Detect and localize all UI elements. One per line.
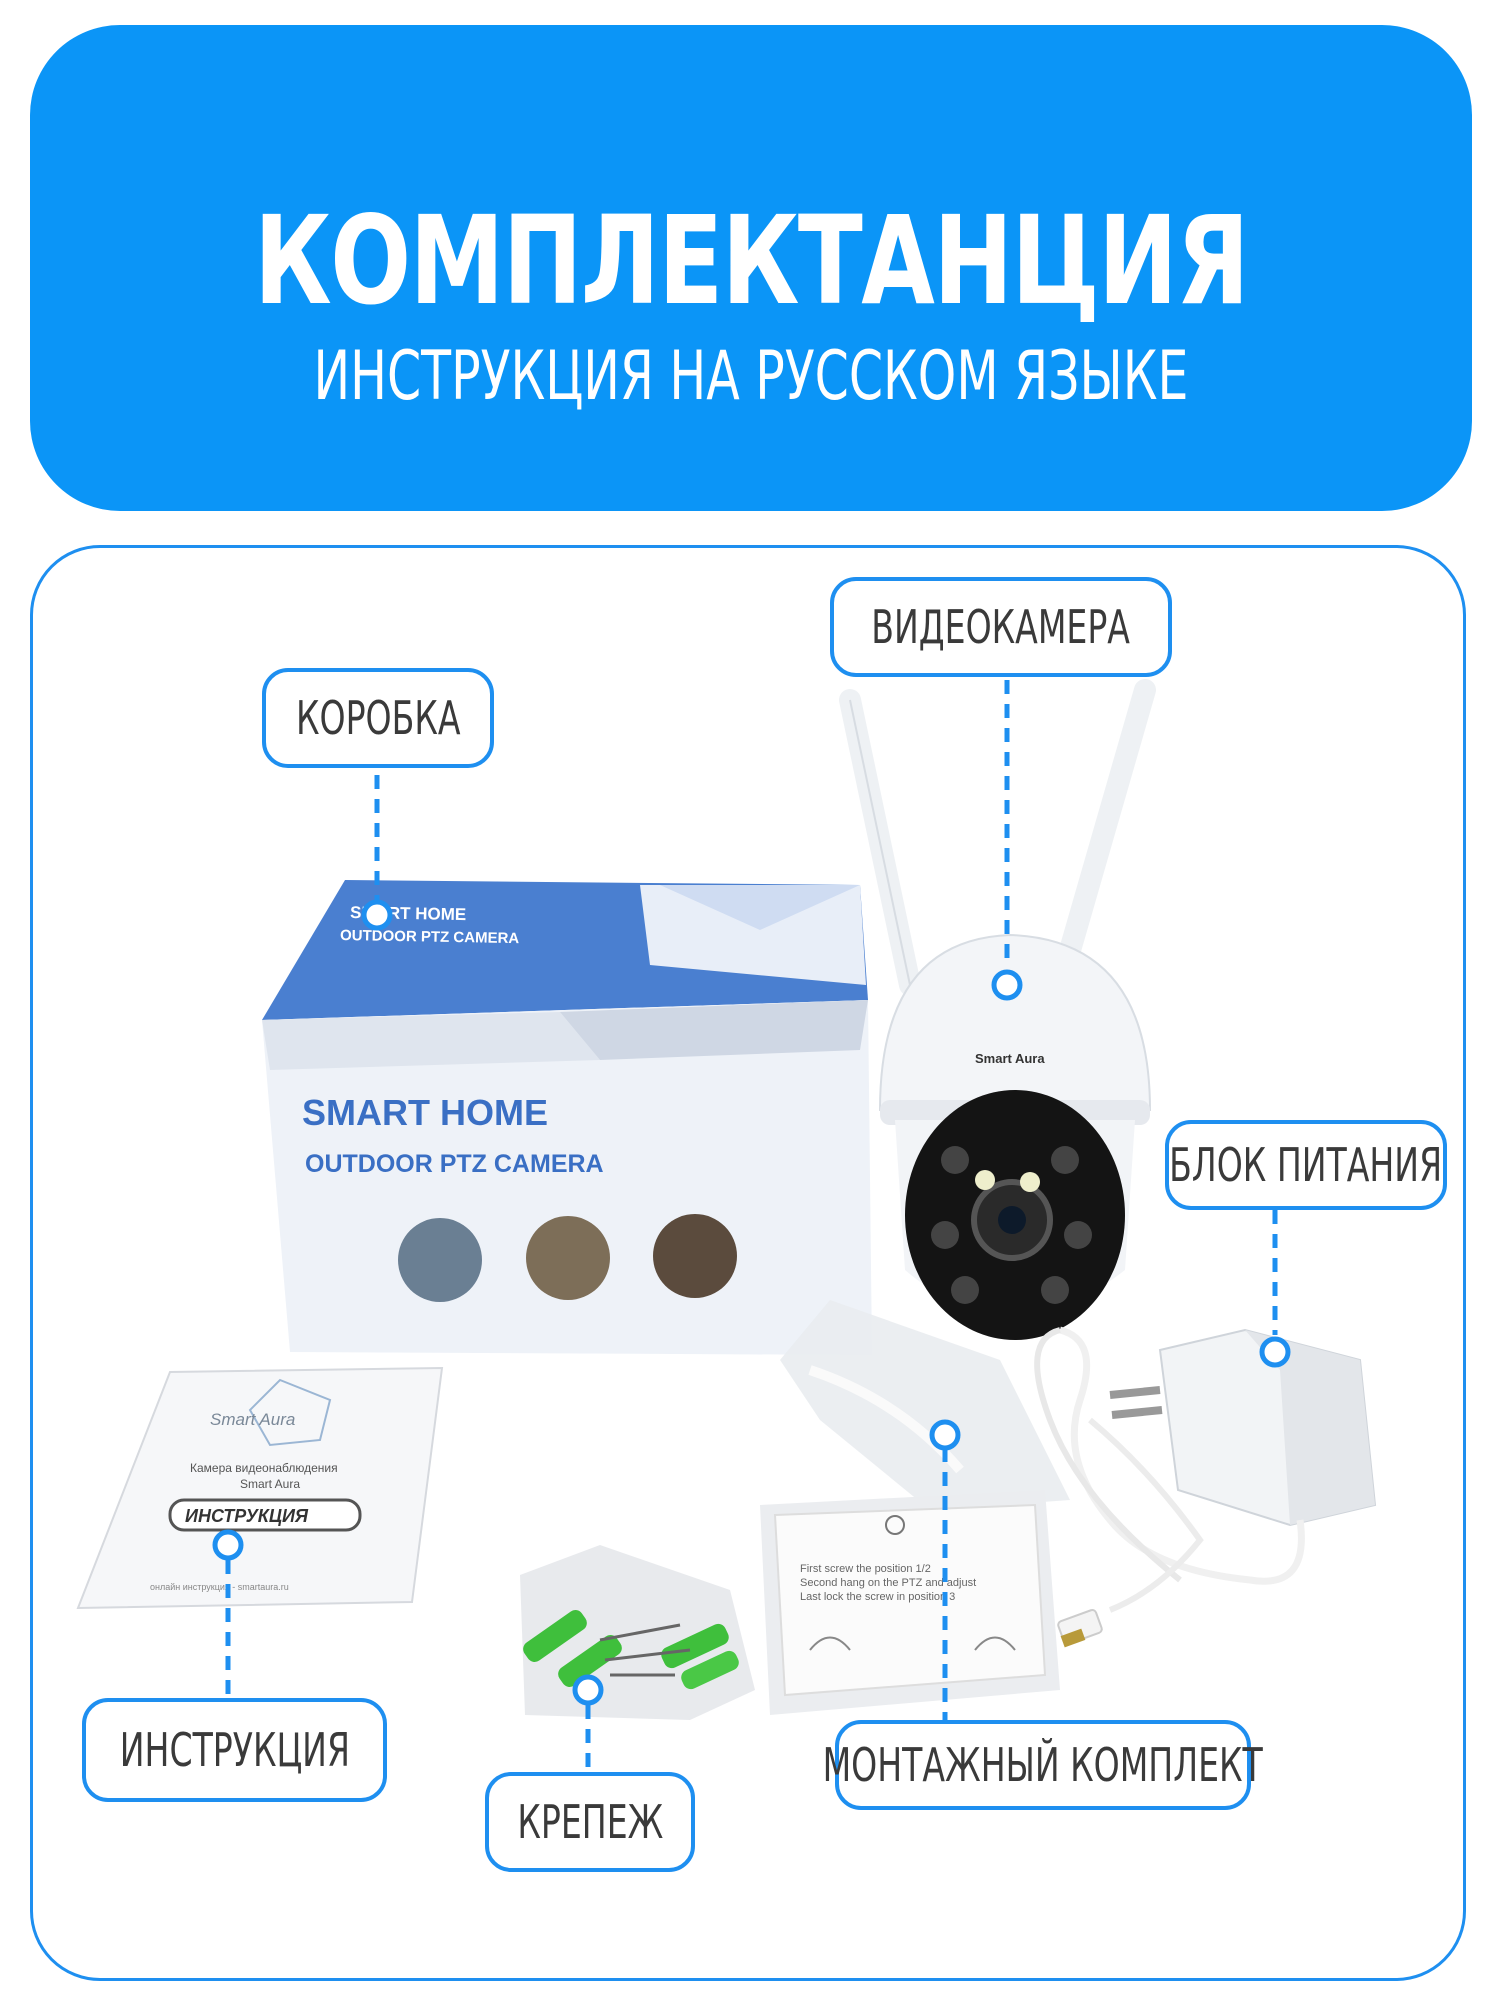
manual-text-1: Камера видеонаблюдения (190, 1461, 338, 1475)
label-camera: ВИДЕОКАМЕРА (830, 577, 1172, 677)
power-adapter-illustration (1034, 1326, 1377, 1648)
card-text-2: Second hang on the PTZ and adjust (800, 1577, 976, 1589)
callout-dot-box (361, 899, 393, 931)
mounting-card-illustration: First screw the position 1/2 Second hang… (760, 1490, 1060, 1715)
box-front-text-2: OUTDOOR PTZ CAMERA (305, 1150, 604, 1178)
label-mounting: МОНТАЖНЫЙ КОМПЛЕКТ (823, 1720, 1263, 1810)
callout-dot-camera (991, 969, 1023, 1001)
manual-brand-text: Smart Aura (210, 1410, 295, 1429)
fasteners-bag-illustration (520, 1545, 755, 1720)
label-power: БЛОК ПИТАНИЯ (1165, 1120, 1447, 1210)
page-title: КОМПЛЕКТАНЦИЯ (254, 190, 1250, 332)
card-text-3: Last lock the screw in position 3 (800, 1591, 955, 1603)
camera-illustration: Smart Aura (839, 679, 1156, 1340)
callout-dot-power (1259, 1336, 1291, 1368)
box-front-text-1: SMART HOME (302, 1092, 548, 1133)
header-banner: КОМПЛЕКТАНЦИЯ ИНСТРУКЦИЯ НА РУССКОМ ЯЗЫК… (30, 25, 1472, 511)
label-fasteners: КРЕПЕЖ (485, 1772, 695, 1872)
label-manual: ИНСТРУКЦИЯ (82, 1698, 387, 1802)
manual-text-2: Smart Aura (240, 1477, 300, 1491)
content-panel (30, 545, 1466, 1981)
camera-brand-text: Smart Aura (975, 1051, 1045, 1066)
callout-dot-manual (212, 1529, 244, 1561)
manual-illustration: Smart Aura Камера видеонаблюдения Smart … (76, 1366, 444, 1610)
box-top-text-2: OUTDOOR PTZ CAMERA (340, 927, 520, 947)
manual-button-text: ИНСТРУКЦИЯ (185, 1506, 309, 1526)
label-box: КОРОБКА (262, 668, 494, 768)
callout-dot-mounting (929, 1419, 961, 1451)
card-text-1: First screw the position 1/2 (800, 1563, 931, 1575)
manual-footer-text: онлайн инструкция - smartaura.ru (150, 1582, 289, 1592)
page-subtitle: ИНСТРУКЦИЯ НА РУССКОМ ЯЗЫКЕ (313, 337, 1189, 416)
callout-dot-fasteners (572, 1674, 604, 1706)
box-illustration: SMART HOME OUTDOOR PTZ CAMERA SMART HOME… (262, 880, 872, 1355)
